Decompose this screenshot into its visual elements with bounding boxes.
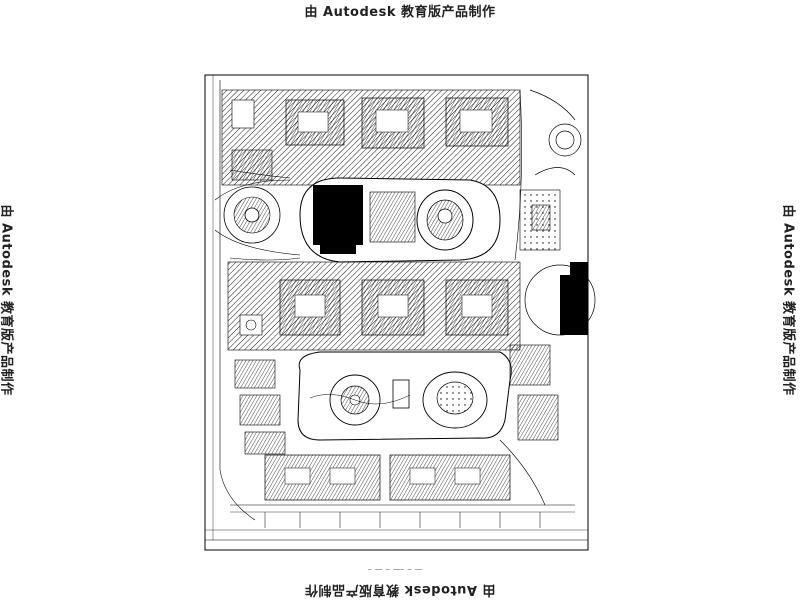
lower-garden <box>297 351 512 441</box>
site-roads <box>219 80 546 521</box>
east-villas <box>509 189 588 441</box>
south-townhouse-row <box>230 454 575 528</box>
west-villa-strip <box>234 359 286 455</box>
central-clubhouse-zone <box>299 177 501 263</box>
east-circle-features <box>524 89 596 336</box>
middle-residential-block <box>227 261 521 351</box>
watermark-top: 由 Autodesk 教育版产品制作 <box>304 5 496 20</box>
drawing-title-block: ‒ ‒‒ ‒ ‒‒‒ ‒ ‒‒ <box>367 566 423 573</box>
north-residential-block <box>221 89 521 186</box>
